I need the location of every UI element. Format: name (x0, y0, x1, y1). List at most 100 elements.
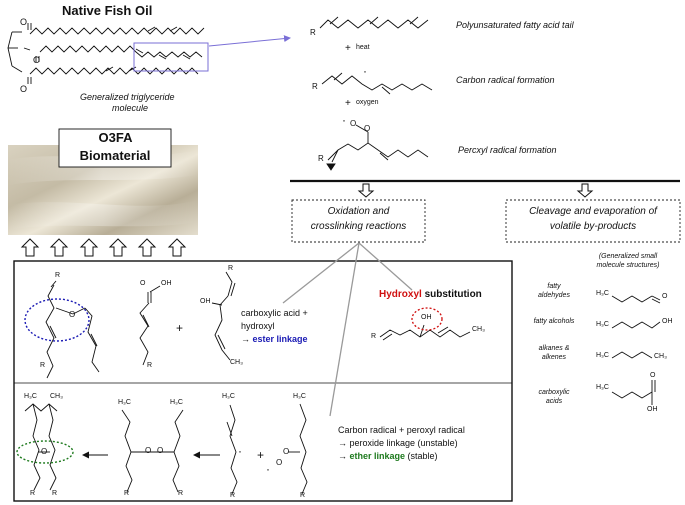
radical-chain-r: R (230, 492, 236, 499)
biomaterial-line2: Biomaterial (79, 148, 151, 163)
ether-r-right: R (52, 490, 58, 497)
triglyceride-structure (7, 23, 205, 84)
triglyceride-caption-line2: molecule (112, 103, 149, 113)
peroxide-o-2: O (157, 446, 164, 455)
ester-linkage-line: → ester linkage (241, 334, 308, 344)
plus-oxygen-sign: + (345, 98, 351, 109)
ether-linkage-line: → ether linkage (stable) (338, 451, 438, 461)
acid-o-top: O (140, 280, 146, 287)
alcohol-ch3: CH₃ (230, 359, 243, 366)
byproduct-alkanes-line2: alkenes (541, 354, 567, 361)
plus-oxygen-label: oxygen (356, 99, 379, 106)
atom-o-2: O (33, 55, 41, 65)
peroxyl-o-2: O (364, 124, 371, 133)
step-peroxyl-label: Percxyl radical formation (458, 145, 557, 155)
byproducts-header-line2: molecule structures) (596, 262, 660, 269)
connector-lines (282, 242, 413, 417)
plus-heat-label: heat (356, 44, 370, 51)
byproduct-alkanes-line1: alkanes & (538, 345, 570, 352)
radical-chain-dot: · (238, 444, 242, 458)
hydroxyl-substitution-title: Hydroxyl substitution (379, 289, 482, 300)
byproduct-acids-line2: acids (545, 398, 563, 405)
hydroxyl-ch3: CH₃ (472, 326, 485, 333)
radical-r-label: R (312, 82, 318, 91)
down-arrows (357, 183, 594, 198)
peroxyl-dot: · (342, 113, 346, 127)
acid-r: R (147, 362, 153, 369)
plus-sign-2: + (257, 448, 265, 462)
aldehyde-h3c: H₃C (596, 290, 609, 297)
ether-linkage-label: ether linkage (349, 451, 406, 461)
substitution-word: substitution (421, 289, 482, 300)
peroxyl-radical-structure (326, 124, 429, 171)
step-tail-label: Polyunsaturated fatty acid tail (456, 20, 574, 30)
ester-r-bottom: R (40, 362, 46, 369)
ester-o: O (69, 310, 76, 319)
alkane-structure (611, 351, 653, 359)
peroxide-linkage-line: → peroxide linkage (unstable) (338, 438, 458, 448)
reaction-panel (13, 260, 513, 502)
carboxylic-acid-structure (611, 380, 656, 405)
ether-arrow: → (338, 451, 350, 461)
ether-ch3-right: CH₃ (50, 393, 63, 400)
ester-structure (45, 280, 100, 379)
crosslinking-line2: crosslinking reactions (310, 221, 407, 232)
alcohol-oh: OH (662, 318, 673, 325)
ether-structure (24, 403, 58, 491)
radical-dot: · (363, 64, 367, 78)
alkane-h3c: H₃C (596, 352, 609, 359)
step-carbon-radical-label: Carbon radical formation (456, 75, 555, 85)
ester-highlight-ellipse (24, 298, 90, 342)
peroxide-r-right: R (178, 490, 184, 497)
fish-oil-title: Native Fish Oil (62, 3, 153, 18)
peroxide-ch3: H₃C (170, 399, 183, 406)
peroxide-r-left: R (124, 490, 130, 497)
byproduct-aldehydes-line1: fatty (547, 283, 561, 290)
acid-structure (139, 285, 161, 366)
acid-h3c: H₃C (596, 384, 609, 391)
alkane-ch3: CH₃ (654, 353, 667, 360)
upward-arrows (20, 238, 187, 257)
peroxyl-chain-dot: · (266, 462, 270, 476)
highlight-arrow (208, 35, 291, 47)
atom-o-1: O (20, 17, 28, 27)
ether-stable-suffix: (stable) (405, 451, 438, 461)
peroxyl-chain-h3c: H₃C (293, 393, 306, 400)
byproduct-acids-line1: carboxylic (538, 389, 570, 396)
alcohol-r: R (228, 265, 234, 272)
aldehyde-structure (611, 295, 661, 304)
peroxyl-r-label: R (318, 154, 324, 163)
cleavage-line1: Cleavage and evaporation of (529, 206, 657, 217)
ether-o: O (41, 447, 48, 456)
byproduct-aldehydes-line2: aldehydes (538, 292, 570, 299)
alcohol-structure (211, 271, 236, 361)
peroxyl-o-1: O (350, 119, 357, 128)
hydroxyl-oh: OH (421, 314, 432, 321)
carbon-radical-chain (226, 404, 238, 495)
acid-oh: OH (647, 406, 658, 413)
ester-r-top: R (55, 272, 61, 279)
polyunsaturated-highlight-box (133, 42, 209, 72)
peroxyl-chain-o-1: O (283, 447, 290, 456)
cleavage-line2: volatile by-products (549, 221, 637, 232)
ester-text-line2: hydroxyl (241, 321, 275, 331)
ester-linkage-label: ester linkage (252, 334, 308, 344)
aldehyde-o: O (662, 293, 668, 300)
acid-o: O (650, 372, 656, 379)
triglyceride-caption-line1: Generalized triglyceride (80, 92, 175, 102)
ether-r-left: R (30, 490, 36, 497)
peroxide-o-1: O (145, 446, 152, 455)
carbon-radical-structure (321, 72, 433, 95)
ether-h3c-left: H₃C (24, 393, 37, 400)
atom-o-3: O (20, 84, 28, 94)
peroxide-structure (121, 409, 184, 493)
acid-oh-top: OH (161, 280, 172, 287)
tail-r-label: R (310, 28, 316, 37)
alcohol-ho: OH (200, 298, 211, 305)
hydroxyl-structure (379, 324, 471, 341)
ether-highlight-ellipse (16, 440, 74, 464)
radical-chain-h3c: H₃C (222, 393, 235, 400)
alcohol-small-structure (611, 321, 661, 329)
alcohol-h3c: H₃C (596, 321, 609, 328)
